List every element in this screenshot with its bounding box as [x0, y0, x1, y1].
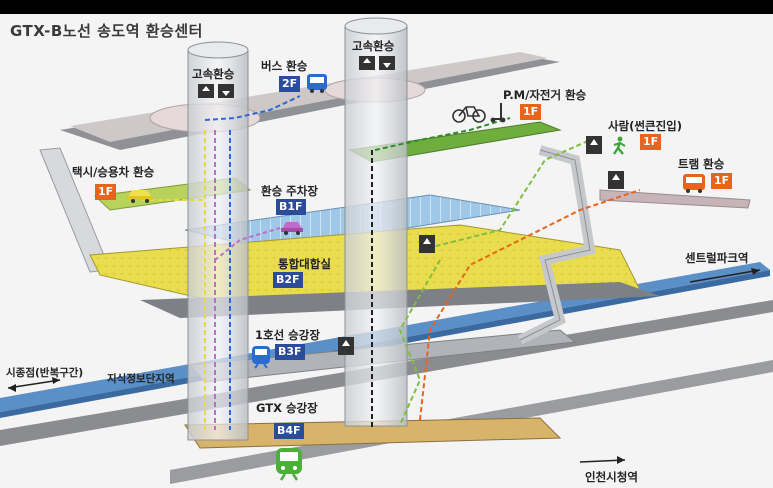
badge-line1-floor: B3F: [275, 344, 305, 360]
tower-right: [344, 17, 408, 427]
badge-concourse-floor: B2F: [273, 272, 303, 288]
car-icon: [127, 190, 153, 203]
elevator-icon: [338, 337, 354, 355]
badge-pm-floor: 1F: [520, 104, 542, 120]
bus-icon: [683, 174, 705, 193]
diagram-title: GTX-B노선 송도역 환승센터: [10, 22, 203, 40]
label-bus: 버스 환승: [261, 59, 308, 73]
tram-ramp: [599, 189, 751, 209]
elevator-icon: [586, 136, 602, 154]
label-central-park: 센트럴파크역: [685, 251, 749, 265]
arrow-right: [689, 268, 761, 283]
badge-pedestrian-floor: 1F: [640, 134, 662, 150]
label-line1: 1호선 승강장: [255, 328, 320, 342]
train-icon: [276, 448, 302, 481]
path-tram: [419, 189, 641, 421]
elevator-icon: [359, 56, 395, 70]
top-bar: [0, 0, 773, 14]
bus-icon: [307, 74, 327, 93]
label-express-right: 고속환승: [352, 39, 395, 53]
elevator-icon: [198, 84, 234, 98]
train-icon: [252, 346, 270, 369]
car-icon: [281, 222, 303, 235]
label-parking: 환승 주차장: [261, 184, 318, 198]
badge-tram-floor: 1F: [711, 173, 733, 189]
path-pedestrian: [419, 139, 591, 251]
label-start-point: 시종점(반복구간): [6, 367, 84, 379]
elevator-icon: [419, 235, 435, 253]
badge-parking-floor: B1F: [276, 199, 306, 215]
label-tram: 트램 환승: [678, 157, 725, 171]
path-parking: [214, 227, 281, 261]
label-info-zone: 지식정보단지역: [107, 373, 175, 385]
label-taxi: 택시/승용차 환승: [72, 165, 155, 179]
label-gtx: GTX 승강장: [256, 401, 318, 415]
badge-bus-floor: 2F: [279, 76, 301, 92]
elevator-icon: [608, 171, 624, 189]
arrow-left: [7, 377, 61, 392]
bicycle-icon: [452, 106, 486, 123]
badge-taxi-floor: 1F: [95, 184, 117, 200]
tower-left: [187, 41, 249, 441]
path-green-down: [398, 259, 441, 426]
path-taxi: [140, 130, 206, 201]
badge-gtx-floor: B4F: [274, 423, 304, 439]
label-express-left: 고속환승: [192, 67, 235, 81]
pedestrian-icon: [613, 136, 626, 155]
path-bus: [204, 95, 301, 121]
label-pedestrian: 사람(썬큰진입): [608, 119, 682, 133]
label-concourse: 통합대합실: [278, 257, 331, 271]
label-incheon-city: 인천시청역: [585, 470, 638, 484]
label-pm: P.M/자전거 환승: [503, 88, 587, 102]
arrow-bottom: [579, 456, 626, 464]
scooter-icon: [490, 103, 506, 123]
